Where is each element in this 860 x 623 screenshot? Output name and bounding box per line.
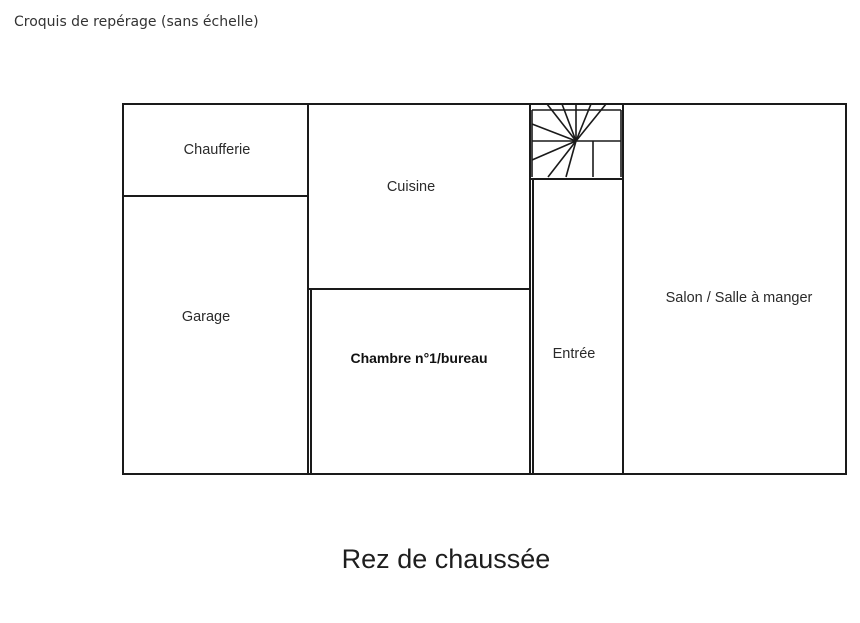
plan-caption: Croquis de repérage (sans échelle)	[14, 14, 259, 30]
plan-walls	[122, 103, 847, 475]
level-title: Rez de chaussée	[341, 544, 551, 574]
room-label-garage: Garage	[182, 309, 230, 325]
room-label-entree: Entrée	[553, 346, 596, 362]
staircase-symbol	[531, 103, 622, 178]
room-label-salon: Salon / Salle à manger	[666, 290, 813, 306]
room-label-cuisine: Cuisine	[387, 179, 435, 195]
room-label-chambre: Chambre n°1/bureau	[350, 350, 487, 366]
room-label-chaufferie: Chaufferie	[184, 142, 251, 158]
outer-wall	[122, 103, 847, 475]
